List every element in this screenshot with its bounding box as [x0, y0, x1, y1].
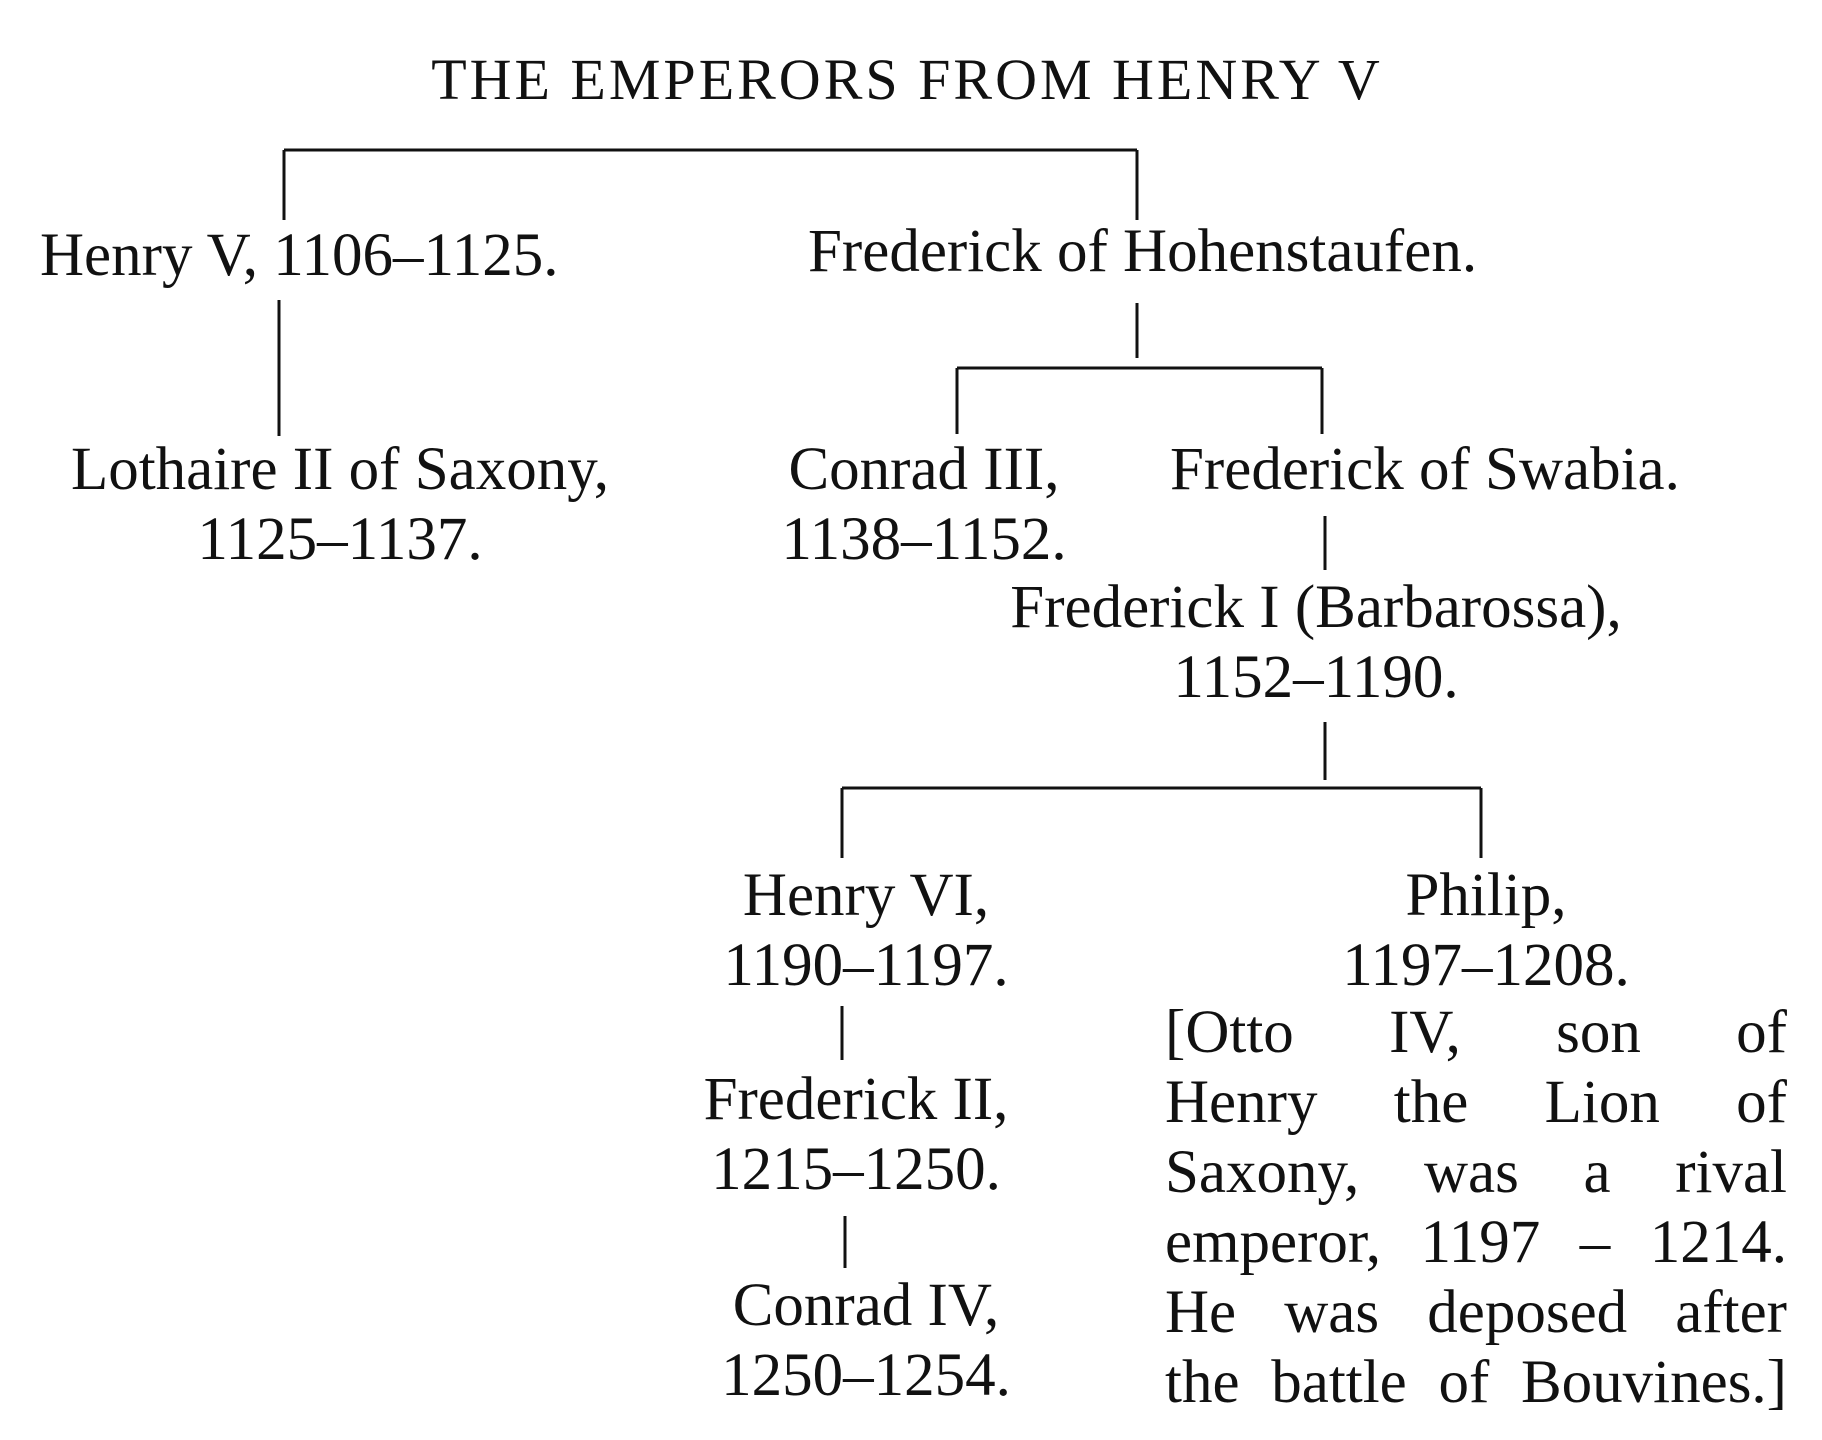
conrad-iv-dates: 1250–1254.	[721, 1342, 1011, 1409]
lothaire-ii-dates: 1125–1137.	[197, 506, 483, 573]
note-line: the battle of Bouvines.]	[1165, 1349, 1787, 1416]
conrad-iii-name: Conrad III,	[788, 436, 1060, 503]
note-line: Saxony, was a rival	[1165, 1139, 1787, 1206]
conrad-iv-name: Conrad IV,	[732, 1272, 1000, 1339]
lothaire-ii-name: Lothaire II of Saxony,	[70, 436, 610, 503]
note-line: He was deposed after	[1165, 1279, 1787, 1346]
page-title: THE EMPERORS FROM HENRY V	[431, 47, 1383, 112]
note-line: emperor, 1197 – 1214.	[1165, 1209, 1787, 1276]
person-henry-v: Henry V, 1106–1125.	[40, 222, 559, 289]
philip-name: Philip,	[1405, 862, 1567, 929]
frederick-i-name: Frederick I (Barbarossa),	[1010, 574, 1622, 641]
henry-vi-name: Henry VI,	[742, 862, 990, 929]
note-line: [Otto IV, son of	[1165, 999, 1787, 1066]
philip-dates: 1197–1208.	[1342, 932, 1630, 999]
person-frederick-hohenstaufen: Frederick of Hohenstaufen.	[808, 218, 1478, 285]
conrad-iii-dates: 1138–1152.	[781, 506, 1067, 573]
otto-iv-note: [Otto IV, son of Henry the Lion of Saxon…	[1165, 998, 1787, 1418]
note-line: Henry the Lion of	[1165, 1069, 1787, 1136]
frederick-ii-dates: 1215–1250.	[711, 1136, 1001, 1203]
frederick-i-dates: 1152–1190.	[1173, 644, 1459, 711]
henry-vi-dates: 1190–1197.	[723, 932, 1009, 999]
person-frederick-swabia: Frederick of Swabia.	[1170, 436, 1680, 503]
frederick-ii-name: Frederick II,	[703, 1066, 1009, 1133]
